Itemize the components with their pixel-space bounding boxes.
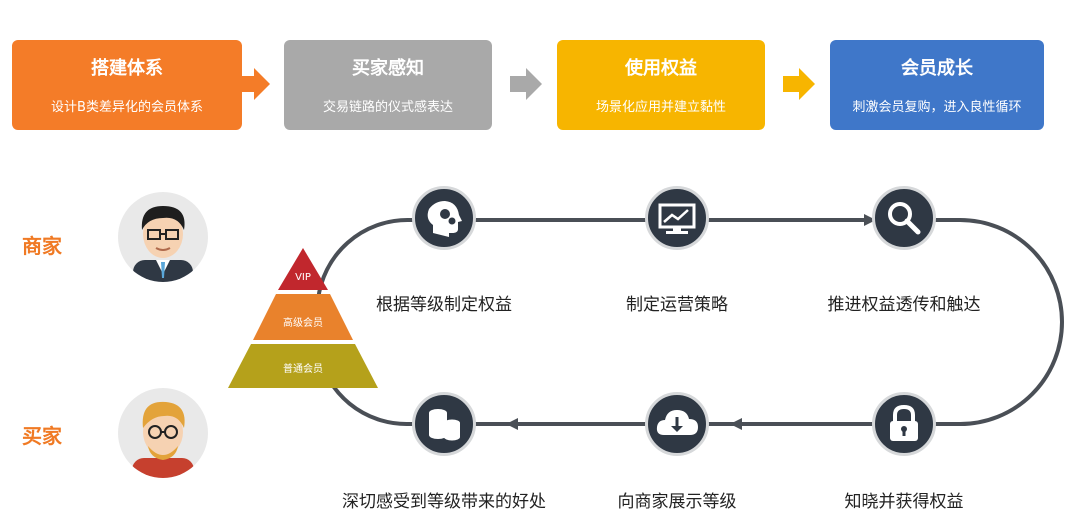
flow-step-label: 知晓并获得权益 — [844, 492, 964, 512]
right-arrow-icon — [781, 66, 817, 102]
flow-step-label: 根据等级制定权益 — [376, 295, 512, 315]
flow-step-label: 制定运营策略 — [626, 295, 728, 315]
stage-subtitle: 刺激会员复购，进入良性循环 — [852, 100, 1022, 115]
flow-step-label: 推进权益透传和触达 — [827, 295, 981, 315]
pyramid-regular: 普通会员 — [283, 364, 323, 375]
stage-member-growth: 会员成长 刺激会员复购，进入良性循环 — [830, 40, 1044, 130]
magnifier-icon — [872, 186, 936, 250]
padlock-icon — [872, 392, 936, 456]
coins-icon — [412, 392, 476, 456]
chart-monitor-icon — [645, 186, 709, 250]
head-gears-icon — [412, 186, 476, 250]
stage-title: 使用权益 — [625, 58, 697, 79]
stage-title: 买家感知 — [352, 58, 424, 79]
flow-step-label: 深切感受到等级带来的好处 — [342, 492, 546, 512]
role-buyer: 买家 — [22, 424, 62, 448]
right-arrow-icon — [508, 66, 544, 102]
stage-subtitle: 设计B类差异化的会员体系 — [51, 100, 203, 115]
stage-subtitle: 场景化应用并建立黏性 — [595, 100, 726, 115]
cloud-download-icon — [645, 392, 709, 456]
stage-buyer-perception: 买家感知 交易链路的仪式感表达 — [284, 40, 492, 130]
stage-use-benefits: 使用权益 场景化应用并建立黏性 — [557, 40, 765, 130]
merchant-avatar — [118, 192, 208, 282]
pyramid-senior: 高级会员 — [283, 318, 323, 329]
flow-step-label: 向商家展示等级 — [617, 492, 737, 512]
buyer-avatar — [118, 388, 208, 478]
stage-subtitle: 交易链路的仪式感表达 — [322, 100, 453, 115]
role-merchant: 商家 — [22, 234, 62, 258]
pyramid-vip: VIP — [295, 272, 311, 283]
stage-title: 搭建体系 — [91, 58, 163, 79]
membership-pyramid — [228, 248, 378, 388]
stage-build-system: 搭建体系 设计B类差异化的会员体系 — [12, 40, 242, 130]
right-arrow-icon — [236, 66, 272, 102]
stage-title: 会员成长 — [901, 58, 973, 79]
